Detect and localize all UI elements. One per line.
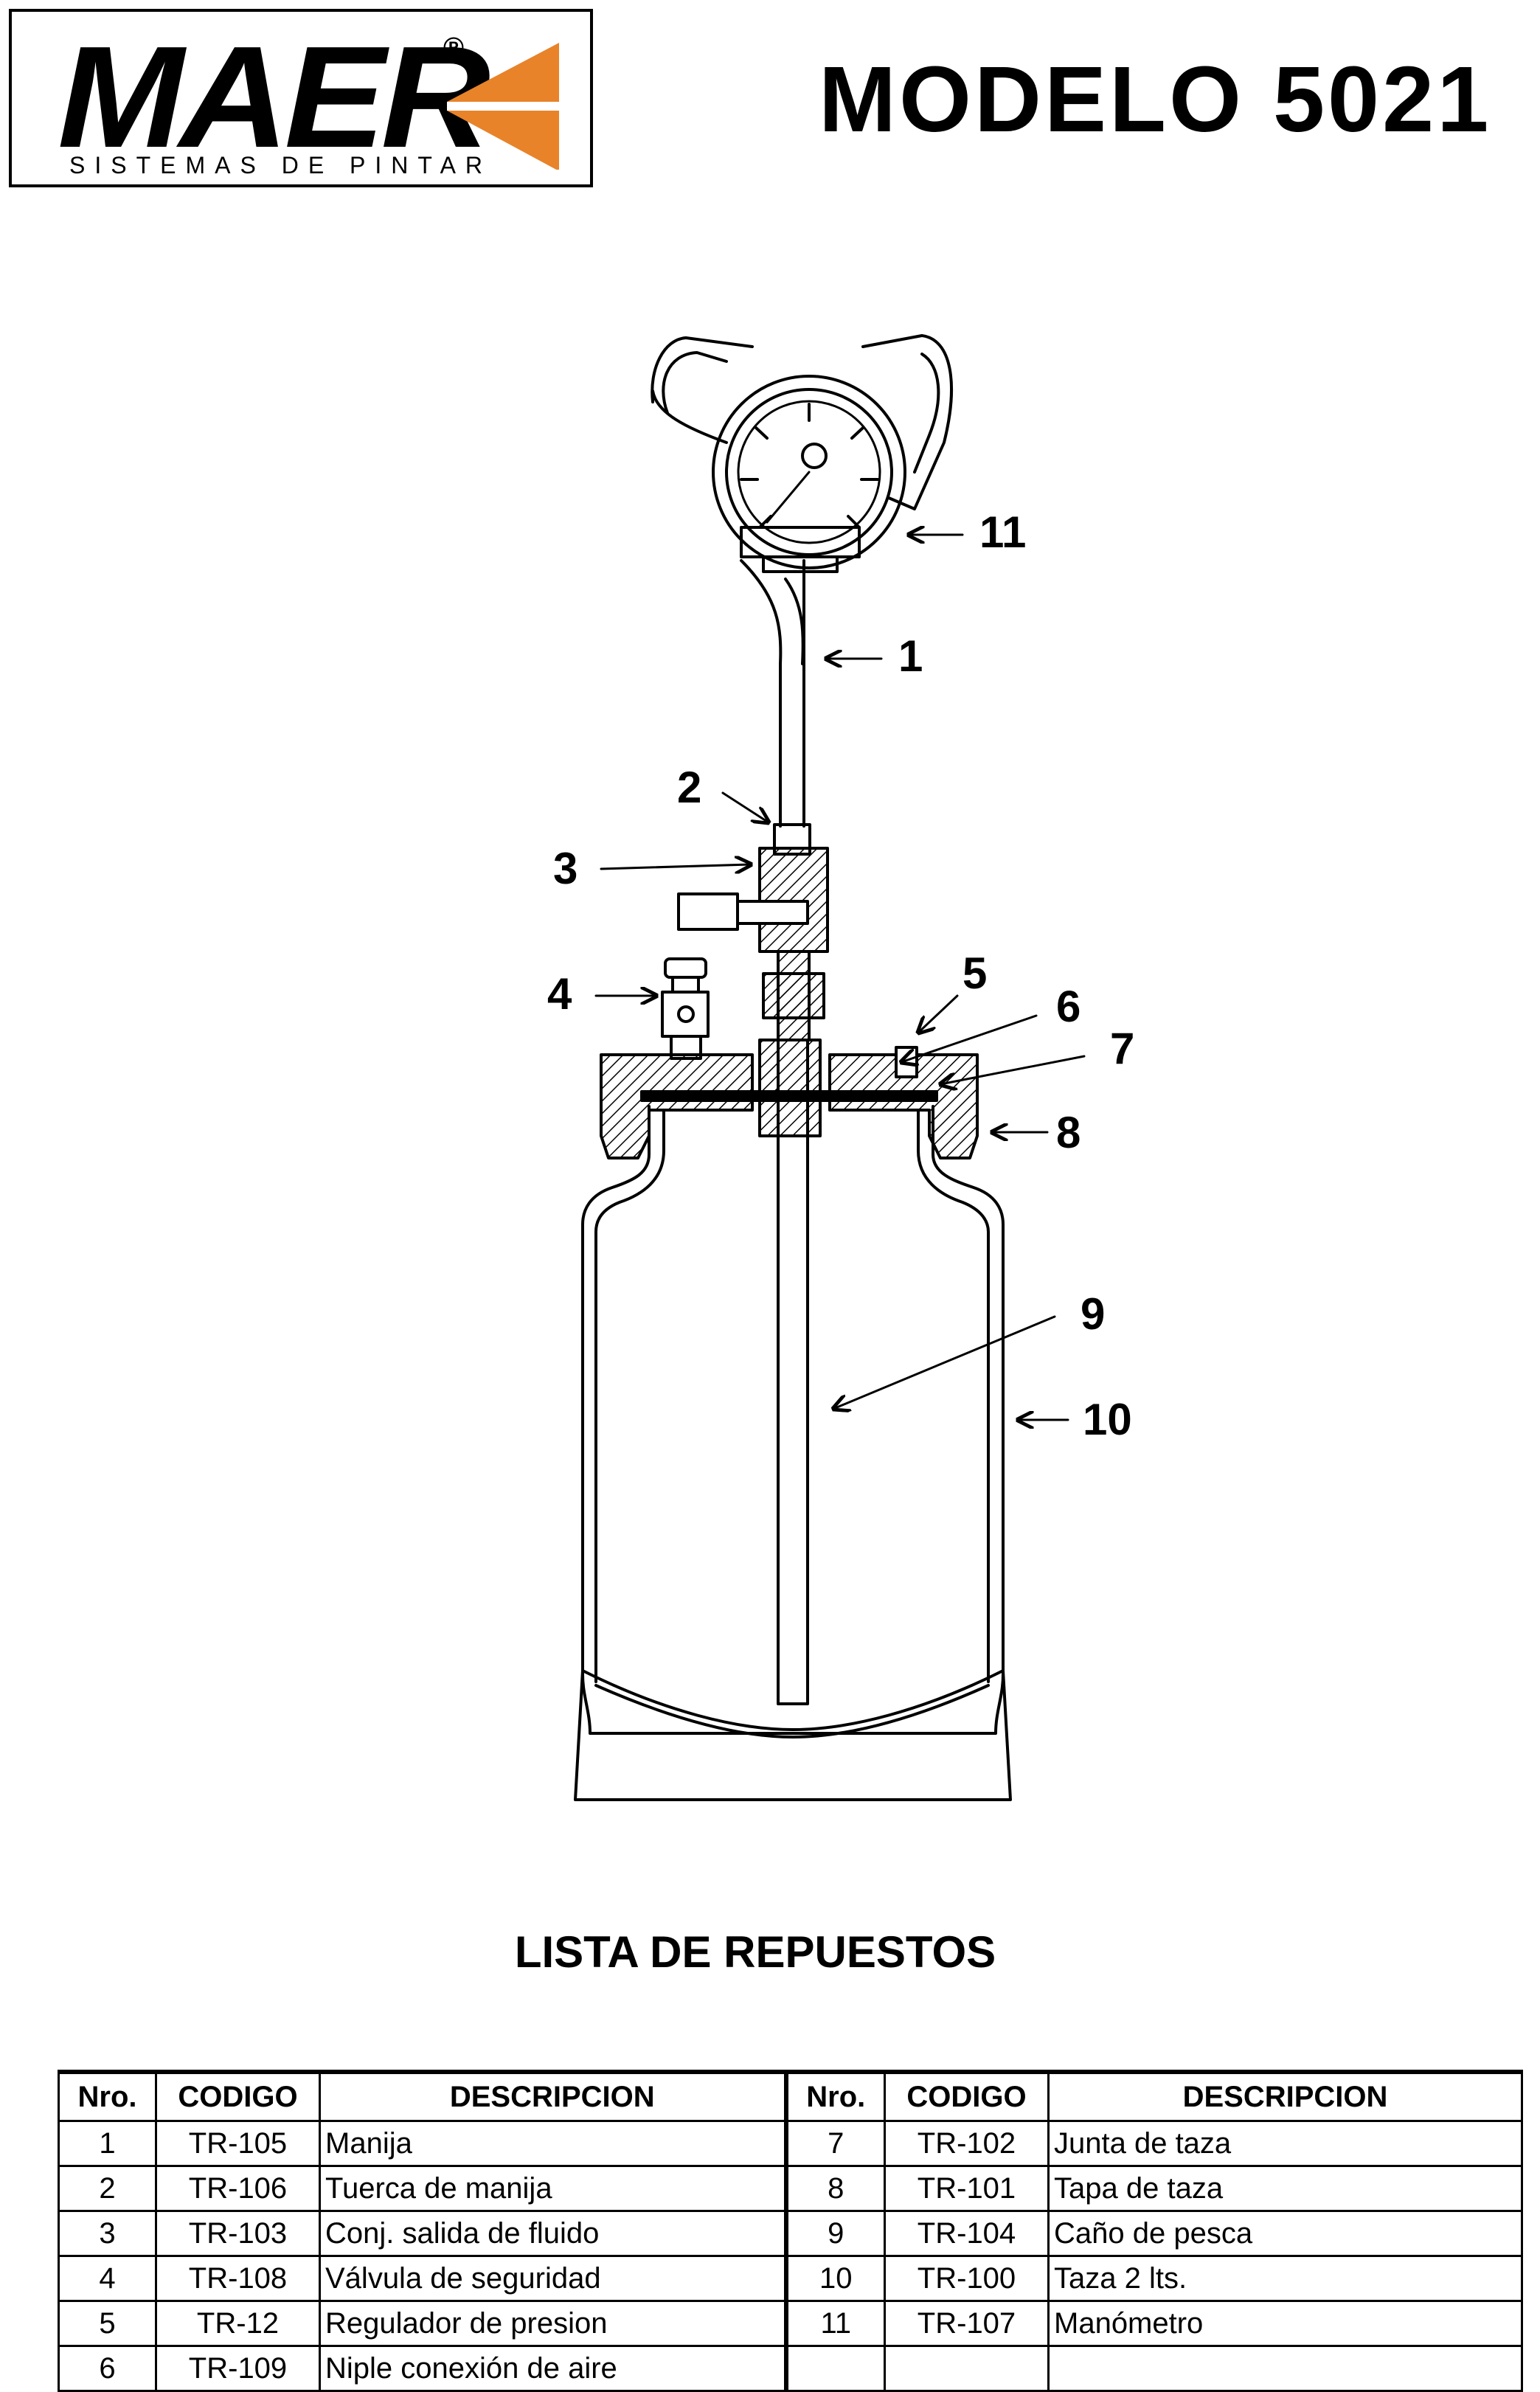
cell-codigo: TR-109	[155, 2345, 321, 2392]
cell-codigo: TR-12	[155, 2300, 321, 2347]
cell-descripcion: Válvula de seguridad	[319, 2255, 787, 2302]
header-codigo: CODIGO	[155, 2070, 321, 2122]
tank-base	[574, 1669, 1012, 1801]
parts-table: Nro. CODIGO DESCRIPCION Nro. CODIGO DESC…	[58, 2070, 1523, 2392]
cell-nro	[783, 2345, 886, 2392]
tank-body	[581, 1105, 1005, 1735]
pickup-tube	[777, 1039, 809, 1705]
header-codigo: CODIGO	[884, 2070, 1050, 2122]
callout-11: 11	[979, 507, 1027, 557]
pressure-tank-diagram	[574, 334, 1086, 1801]
brand-name: MAER	[58, 16, 490, 178]
cell-nro: 6	[58, 2345, 157, 2392]
cell-descripcion: Manómetro	[1047, 2300, 1523, 2347]
callout-1: 1	[898, 631, 923, 681]
cell-codigo: TR-105	[155, 2120, 321, 2167]
cell-descripcion	[1047, 2345, 1523, 2392]
cell-nro: 11	[783, 2300, 886, 2347]
cell-descripcion: Caño de pesca	[1047, 2210, 1523, 2257]
model-title: MODELO 5021	[819, 47, 1492, 151]
cell-codigo: TR-103	[155, 2210, 321, 2257]
lid-left	[600, 1053, 754, 1159]
brand-logo: MAER ® SISTEMAS DE PINTAR	[9, 9, 593, 187]
cell-descripcion: Regulador de presion	[319, 2300, 787, 2347]
safety-valve	[661, 957, 710, 1060]
cell-descripcion: Manija	[319, 2120, 787, 2167]
table-row: 5 TR-12 Regulador de presion 11 TR-107 M…	[58, 2300, 1523, 2347]
callout-9: 9	[1081, 1289, 1106, 1339]
header-nro: Nro.	[783, 2070, 886, 2122]
table-row: 6 TR-109 Niple conexión de aire	[58, 2345, 1523, 2392]
callout-6: 6	[1056, 982, 1081, 1031]
header-descripcion: DESCRIPCION	[1047, 2070, 1523, 2122]
cell-codigo	[884, 2345, 1050, 2392]
callout-7: 7	[1110, 1024, 1135, 1073]
table-row: 1 TR-105 Manija 7 TR-102 Junta de taza	[58, 2120, 1523, 2167]
callout-5: 5	[962, 949, 988, 998]
cell-codigo: TR-104	[884, 2210, 1050, 2257]
cell-descripcion: Junta de taza	[1047, 2120, 1523, 2167]
cell-nro: 2	[58, 2165, 157, 2212]
parts-list-title: LISTA DE REPUESTOS	[514, 1927, 996, 1977]
cell-nro: 3	[58, 2210, 157, 2257]
registered-mark: ®	[443, 32, 464, 63]
cell-nro: 8	[783, 2165, 886, 2212]
pressure-gauge	[712, 375, 906, 573]
handle-frame	[651, 334, 953, 510]
callout-3: 3	[553, 844, 578, 893]
cell-descripcion: Taza 2 lts.	[1047, 2255, 1523, 2302]
cell-nro: 9	[783, 2210, 886, 2257]
table-row: 4 TR-108 Válvula de seguridad 10 TR-100 …	[58, 2255, 1523, 2302]
cell-nro: 1	[58, 2120, 157, 2167]
cell-nro: 10	[783, 2255, 886, 2302]
header-nro: Nro.	[58, 2070, 157, 2122]
cell-nro: 4	[58, 2255, 157, 2302]
callout-4: 4	[547, 969, 572, 1019]
fluid-outlet-nipple	[677, 892, 739, 931]
gasket	[640, 1090, 938, 1102]
table-row: 2 TR-106 Tuerca de manija 8 TR-101 Tapa …	[58, 2165, 1523, 2212]
cell-codigo: TR-108	[155, 2255, 321, 2302]
header-descripcion: DESCRIPCION	[319, 2070, 787, 2122]
brand-tagline: SISTEMAS DE PINTAR	[69, 152, 493, 178]
cell-nro: 7	[783, 2120, 886, 2167]
cell-codigo: TR-106	[155, 2165, 321, 2212]
cell-nro: 5	[58, 2300, 157, 2347]
cell-descripcion: Tuerca de manija	[319, 2165, 787, 2212]
cell-codigo: TR-101	[884, 2165, 1050, 2212]
callout-8: 8	[1056, 1108, 1081, 1157]
cell-descripcion: Niple conexión de aire	[319, 2345, 787, 2392]
cell-codigo: TR-100	[884, 2255, 1050, 2302]
cell-codigo: TR-102	[884, 2120, 1050, 2167]
handle-stem	[740, 559, 805, 828]
cell-descripcion: Tapa de taza	[1047, 2165, 1523, 2212]
table-header-row: Nro. CODIGO DESCRIPCION Nro. CODIGO DESC…	[58, 2070, 1523, 2122]
cell-codigo: TR-107	[884, 2300, 1050, 2347]
logo-arrow-icon	[447, 43, 559, 170]
callout-2: 2	[677, 763, 702, 812]
table-row: 3 TR-103 Conj. salida de fluido 9 TR-104…	[58, 2210, 1523, 2257]
callout-10: 10	[1083, 1395, 1132, 1444]
cell-descripcion: Conj. salida de fluido	[319, 2210, 787, 2257]
